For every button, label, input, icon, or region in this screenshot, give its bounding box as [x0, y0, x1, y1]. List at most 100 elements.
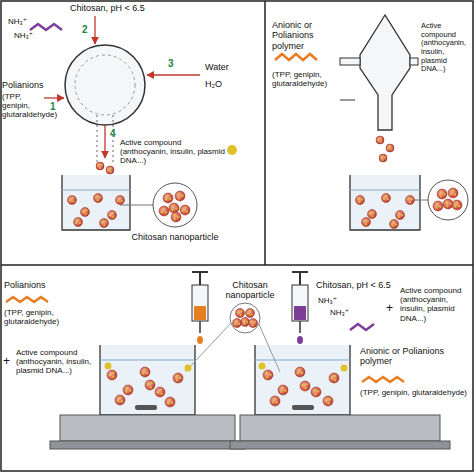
syringe: [192, 272, 208, 344]
nanoparticle: [356, 196, 365, 205]
nanoparticle: [180, 205, 190, 215]
label: (TPP, genipin, glutaraldehyde): [360, 388, 468, 397]
nanoparticle: [108, 211, 117, 220]
nanoparticle: [379, 154, 387, 162]
nanoparticle: [249, 319, 258, 328]
label: Active compound (anthocyanin, insulin, p…: [16, 348, 96, 376]
nanoparticle: [68, 196, 77, 205]
label: (TPP, genipin, glutaraldehyde): [4, 308, 84, 326]
nanoparticle: [443, 199, 453, 209]
label: Chitosan, pH < 6.5: [316, 280, 398, 290]
nanoparticle: [100, 219, 109, 228]
nanoparticle: [81, 208, 90, 217]
chitosan-chain: [30, 24, 62, 30]
nanoparticle: [448, 188, 458, 198]
mixing-chamber: [65, 45, 145, 125]
polyanion-chain: [362, 377, 404, 382]
polyanion-chain: [6, 297, 48, 302]
polyanion-chain: [275, 54, 317, 60]
nanoparticle: [115, 395, 125, 405]
label: NH₃⁺: [8, 17, 38, 26]
nanoparticle: [116, 196, 125, 205]
callout-number: 1: [50, 101, 62, 113]
nanoparticle: [390, 220, 399, 229]
nanoparticle: [270, 396, 280, 406]
label: Water: [205, 62, 255, 72]
callout-number: 4: [110, 128, 122, 140]
nanoparticle: [173, 373, 183, 383]
nanoparticle: [140, 367, 150, 377]
nanoparticle: [107, 370, 117, 380]
zoom-circle: [230, 303, 260, 333]
nanoparticle: [263, 370, 273, 380]
callout-number: 2: [82, 24, 94, 36]
nanoparticle: [163, 193, 173, 203]
nanoparticle: [396, 211, 405, 220]
nanoparticle: [159, 206, 169, 216]
nanoparticle: [386, 144, 394, 152]
magnetic-stirrer: [240, 415, 440, 441]
nanoparticle: [171, 212, 181, 222]
nanoparticle: [300, 381, 310, 391]
label: Polianions: [2, 80, 44, 90]
nanoparticle: [233, 319, 242, 328]
label: (TPP, genipin, glutaraldehyde): [2, 92, 44, 120]
nanoparticle: [94, 194, 103, 203]
chitosan-chain: [350, 324, 374, 330]
label: NH₃⁺: [330, 308, 360, 317]
nanoparticle: [368, 210, 377, 219]
nanoparticle: [241, 318, 250, 327]
label: NH₃⁺: [318, 296, 348, 305]
syringe: [292, 272, 308, 344]
beaker: [255, 345, 350, 415]
label: Chitosan nanoparticle: [125, 232, 225, 242]
nanoparticle: [382, 194, 391, 203]
active-compound-dot: [227, 145, 237, 155]
label: Anionic or Polianions polymer: [360, 346, 468, 367]
label: Active compound (anthocyanin, insulin, p…: [120, 138, 225, 166]
nanoparticle: [246, 309, 255, 318]
nanoparticle: [123, 385, 133, 395]
label: Chitosan, pH < 6.5: [70, 3, 180, 13]
nanoparticle: [106, 166, 114, 174]
zoom-circle: [428, 180, 468, 220]
nanoparticle: [452, 200, 462, 210]
beaker: [62, 175, 130, 230]
label: Anionic or Polianions polymer: [272, 20, 348, 51]
label: Active compound (anthocyanin, insulin, p…: [400, 286, 470, 323]
nanoparticle: [278, 385, 288, 395]
spray-nozzle: [340, 15, 418, 130]
beaker: [350, 175, 420, 230]
nanoparticle: [329, 373, 339, 383]
label: Active compound (anthocyanin, insulin, p…: [421, 22, 471, 74]
beaker: [100, 345, 195, 415]
nanoparticle: [96, 162, 104, 170]
nanoparticle: [362, 218, 371, 227]
nanoparticle: [74, 218, 83, 227]
callout-number: 3: [168, 58, 180, 70]
nanoparticle: [406, 196, 415, 205]
nanoparticle: [323, 396, 333, 406]
nanoparticle: [376, 136, 384, 144]
label: Polianions: [4, 280, 84, 290]
nanoparticle: [155, 387, 165, 397]
nanoparticle: [165, 397, 175, 407]
label: +: [386, 302, 398, 316]
label: Chitosan nanoparticle: [212, 280, 288, 301]
magnetic-stirrer: [60, 415, 235, 441]
label: NH₃⁺: [14, 31, 44, 40]
label: H₂O: [205, 79, 245, 89]
nanoparticle: [433, 201, 443, 211]
nanoparticle: [169, 203, 179, 213]
label: +: [3, 355, 15, 369]
nanoparticle: [437, 189, 447, 199]
nanoparticle: [145, 380, 155, 390]
nanoparticle: [236, 309, 245, 318]
label: (TPP, genipin, glutaraldehyde): [272, 70, 344, 88]
nanoparticle: [175, 191, 185, 201]
nanoparticle: [295, 367, 305, 377]
nanoparticle: [311, 387, 321, 397]
